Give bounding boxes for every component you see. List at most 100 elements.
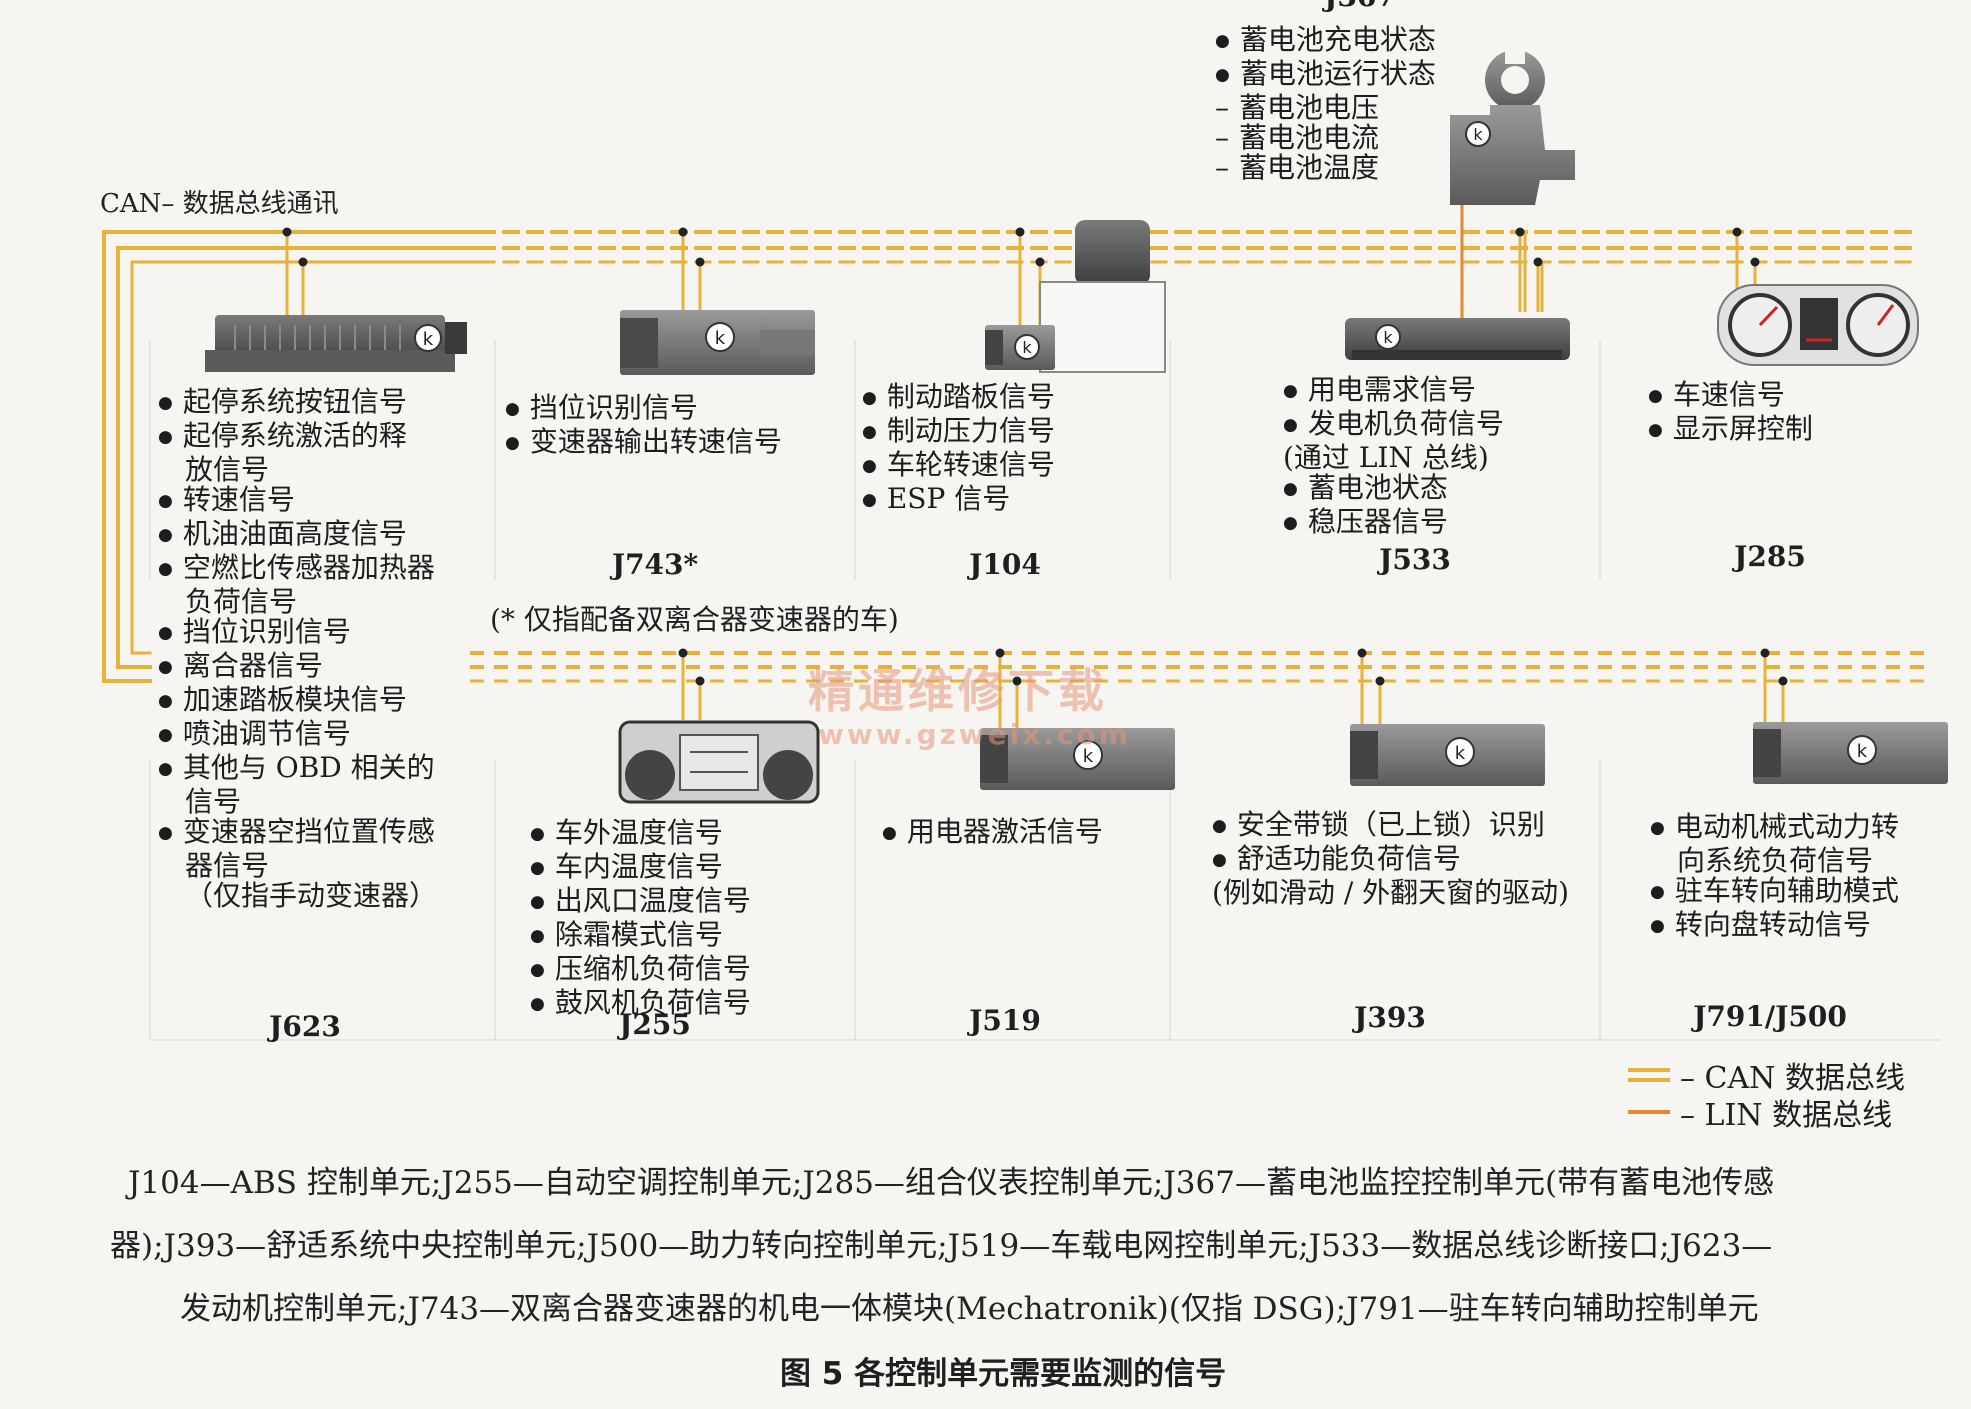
watermark-url: www.gzweix.com [818,718,1131,751]
signal-item: 变速器空挡位置传感 [158,817,437,851]
j743-label: J743* [611,548,699,581]
j743-signal-list: 挡位识别信号变速器输出转速信号 [505,393,782,461]
signal-item: 车内温度信号 [530,852,751,886]
signal-item: 车轮转速信号 [862,450,1055,484]
signal-item: (通过 LIN 总线) [1283,441,1489,474]
j104-label: J104 [969,548,1041,581]
svg-text:k: k [1455,743,1466,764]
j285-module-icon [1717,284,1919,366]
j791-module-icon: k [1753,722,1948,784]
legend-lin: – LIN 数据总线 [1680,1098,1893,1133]
signal-item: （仅指手动变速器） [185,879,438,912]
signal-item: 向系统负荷信号 [1677,844,1874,877]
signal-item: 压缩机负荷信号 [530,954,751,988]
bus-title: CAN– 数据总线通讯 [100,189,339,219]
j533-label: J533 [1379,543,1451,576]
signal-item: 出风口温度信号 [530,886,751,920]
j791-label: J791/J500 [1693,1000,1847,1033]
j393-module-icon: k [1350,724,1545,786]
signal-item: 挡位识别信号 [505,393,782,427]
j255-label: J255 [619,1008,691,1041]
signal-item: 鼓风机负荷信号 [530,988,751,1022]
j791-signal-list: 电动机械式动力转向系统负荷信号驻车转向辅助模式转向盘转动信号 [1650,812,1899,944]
signal-item: 变速器输出转速信号 [505,427,782,461]
j519-module-icon: k [980,728,1175,790]
j255-module-icon [618,720,820,804]
j285-signal-list: 车速信号显示屏控制 [1648,380,1813,448]
can-bus-lower [470,651,1930,683]
signal-item: 除霜模式信号 [530,920,751,954]
signal-item: 离合器信号 [158,651,437,685]
j285-label: J285 [1734,540,1806,573]
signal-item: 挡位识别信号 [158,617,437,651]
signal-item: 蓄电池电流 [1215,123,1436,153]
signal-item: 车外温度信号 [530,818,751,852]
signal-item: 蓄电池状态 [1283,473,1504,507]
signal-item: 显示屏控制 [1648,414,1813,448]
signal-item: 起停系统激活的释 [158,421,437,455]
figure-title: 图 5 各控制单元需要监测的信号 [780,1356,1227,1392]
signal-item: 驻车转向辅助模式 [1650,876,1899,910]
watermark-text: 精通维修下载 [808,664,1108,718]
j367-signal-list: 蓄电池充电状态蓄电池运行状态蓄电池电压蓄电池电流蓄电池温度 [1215,25,1436,183]
can-bus-upper [102,230,1922,683]
j519-signal-list: 用电器激活信号 [882,817,1103,851]
j743-footnote: (* 仅指配备双离合器变速器的车) [490,603,899,636]
j623-signal-list: 起停系统按钮信号起停系统激活的释放信号转速信号机油油面高度信号空燃比传感器加热器… [158,387,437,911]
signal-item: 加速踏板模块信号 [158,685,437,719]
svg-text:k: k [1083,746,1094,767]
signal-item: 信号 [185,785,242,818]
signal-item: 用电需求信号 [1283,375,1504,409]
caption-line: J104—ABS 控制单元;J255—自动空调控制单元;J285—组合仪表控制单… [128,1165,1775,1201]
svg-text:k: k [423,329,434,350]
j104-signal-list: 制动踏板信号制动压力信号车轮转速信号ESP 信号 [862,382,1055,518]
signal-item: 蓄电池温度 [1215,153,1436,183]
signal-item: 电动机械式动力转 [1650,812,1899,846]
signal-item: 蓄电池电压 [1215,93,1436,123]
j255-signal-list: 车外温度信号车内温度信号出风口温度信号除霜模式信号压缩机负荷信号鼓风机负荷信号 [530,818,751,1022]
signal-item: 制动压力信号 [862,416,1055,450]
j367-label: J367 [1260,0,1460,13]
signal-item: 放信号 [185,453,270,486]
j623-label: J623 [269,1010,341,1043]
j393-signal-list: 安全带锁（已上锁）识别舒适功能负荷信号(例如滑动 / 外翻天窗的驱动) [1212,810,1569,908]
j104-module-icon: k [985,220,1166,373]
signal-item: 蓄电池充电状态 [1215,25,1436,59]
signal-item: 其他与 OBD 相关的 [158,753,437,787]
junction-dots [282,227,1788,686]
svg-text:k: k [1473,125,1483,144]
signal-item: 舒适功能负荷信号 [1212,844,1569,878]
signal-item: 发电机负荷信号 [1283,409,1504,443]
signal-item: 空燃比传感器加热器 [158,553,437,587]
j623-module-icon: k [205,315,467,372]
signal-item: (例如滑动 / 外翻天窗的驱动) [1212,876,1570,909]
j367-module-icon: k [1450,50,1575,205]
j743-module-icon: k [620,310,815,375]
signal-item: 转向盘转动信号 [1650,910,1899,944]
j519-label: J519 [969,1004,1041,1037]
svg-text:k: k [1383,328,1393,347]
signal-item: 喷油调节信号 [158,719,437,753]
signal-item: 车速信号 [1648,380,1813,414]
legend-swatches [1628,1068,1670,1114]
legend-can: – CAN 数据总线 [1680,1061,1905,1096]
signal-item: 起停系统按钮信号 [158,387,437,421]
signal-item: 安全带锁（已上锁）识别 [1212,810,1569,844]
signal-item: 负荷信号 [185,585,298,618]
figure-caption: J104—ABS 控制单元;J255—自动空调控制单元;J285—组合仪表控制单… [110,1152,1928,1341]
svg-text:k: k [1022,338,1032,357]
panel-grid [149,340,1940,1041]
svg-text:k: k [715,328,726,349]
j533-signal-list: 用电需求信号发电机负荷信号(通过 LIN 总线)蓄电池状态稳压器信号 [1283,375,1504,541]
signal-item: 器信号 [185,849,270,882]
caption-line: 发动机控制单元;J743—双离合器变速器的机电一体模块(Mechatronik)… [180,1291,1759,1327]
signal-item: 蓄电池运行状态 [1215,59,1436,93]
signal-item: 转速信号 [158,485,437,519]
signal-item: ESP 信号 [862,484,1055,518]
svg-text:k: k [1857,741,1868,762]
j533-module-icon: k [1345,318,1570,360]
signal-item: 制动踏板信号 [862,382,1055,416]
signal-item: 用电器激活信号 [882,817,1103,851]
